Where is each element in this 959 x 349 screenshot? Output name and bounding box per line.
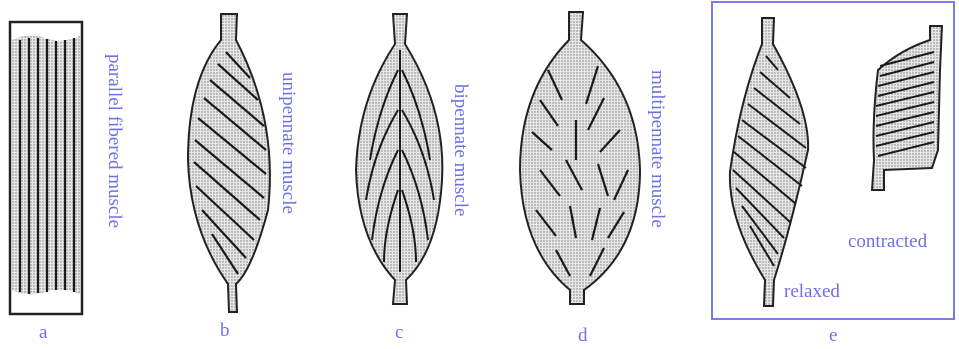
relaxed-label: relaxed <box>784 282 840 301</box>
panel-a-letter: a <box>39 323 47 342</box>
panel-b-letter: b <box>220 321 230 340</box>
unipennate-muscle-caption: unipennate muscle <box>279 72 298 214</box>
parallel-muscle-caption: parallel fibered muscle <box>105 54 124 228</box>
panel-c-letter: c <box>395 323 403 342</box>
parallel-muscle-shape <box>10 22 82 314</box>
multipennate-muscle-caption: multipennate muscle <box>648 70 667 228</box>
panel-e-letter: e <box>829 326 837 345</box>
bipennate-muscle-shape <box>356 14 442 304</box>
bipennate-muscle-caption: bipennate muscle <box>451 84 470 216</box>
unipennate-muscle-shape <box>188 14 270 312</box>
multipennate-muscle-shape <box>520 12 640 304</box>
panel-e-frame <box>711 1 955 320</box>
panel-d-letter: d <box>578 326 588 345</box>
contracted-label: contracted <box>848 232 927 251</box>
